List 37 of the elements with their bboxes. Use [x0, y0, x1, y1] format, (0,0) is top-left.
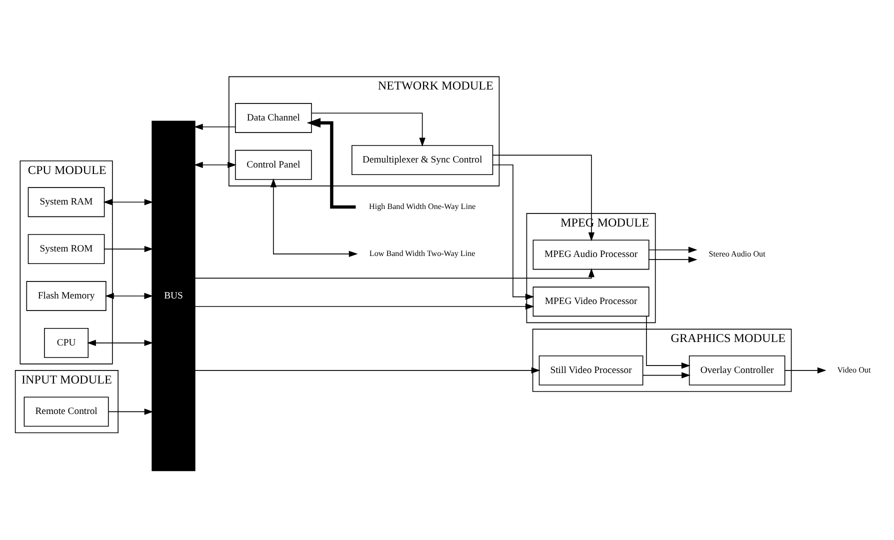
- arrow: [646, 316, 690, 368]
- node-box: BUS: [152, 120, 196, 471]
- arrow: [311, 112, 426, 146]
- arrow: [648, 246, 698, 252]
- node-text: Stereo Audio Out: [708, 249, 766, 258]
- arrow: [194, 302, 534, 310]
- arrow: [492, 154, 595, 241]
- node-box: Control Panel: [235, 149, 312, 180]
- arrow: [492, 164, 534, 300]
- node-box: Demultiplexer & Sync Control: [352, 144, 494, 175]
- node-box: System RAM: [28, 186, 105, 217]
- arrow: [194, 366, 540, 374]
- arrow: [87, 339, 154, 346]
- arrow: [194, 268, 595, 278]
- arrow: [194, 123, 236, 130]
- arrow: [270, 178, 358, 257]
- arrow: [306, 118, 356, 208]
- arrow: [648, 256, 698, 262]
- node-box: MPEG Audio Processor: [532, 239, 650, 270]
- node-box: Data Channel: [235, 102, 312, 132]
- node-text: Low Band Width Two-Way Line: [369, 248, 476, 258]
- arrow: [103, 198, 154, 205]
- node-text: Video Out: [837, 364, 871, 374]
- arrow: [105, 292, 154, 299]
- arrow: [104, 245, 154, 252]
- arrow: [642, 372, 690, 378]
- node-box: Still Video Processor: [538, 354, 644, 385]
- arrow: [108, 408, 154, 414]
- arrow: [194, 161, 236, 168]
- node-text: High Band Width One-Way Line: [369, 202, 476, 211]
- node-box: System ROM: [28, 234, 105, 264]
- arrow: [784, 366, 826, 374]
- node-box: Flash Memory: [26, 280, 106, 310]
- node-box: CPU: [44, 327, 89, 358]
- node-box: MPEG Video Processor: [532, 286, 650, 316]
- node-box: Overlay Controller: [688, 354, 786, 385]
- node-box: Remote Control: [24, 396, 109, 426]
